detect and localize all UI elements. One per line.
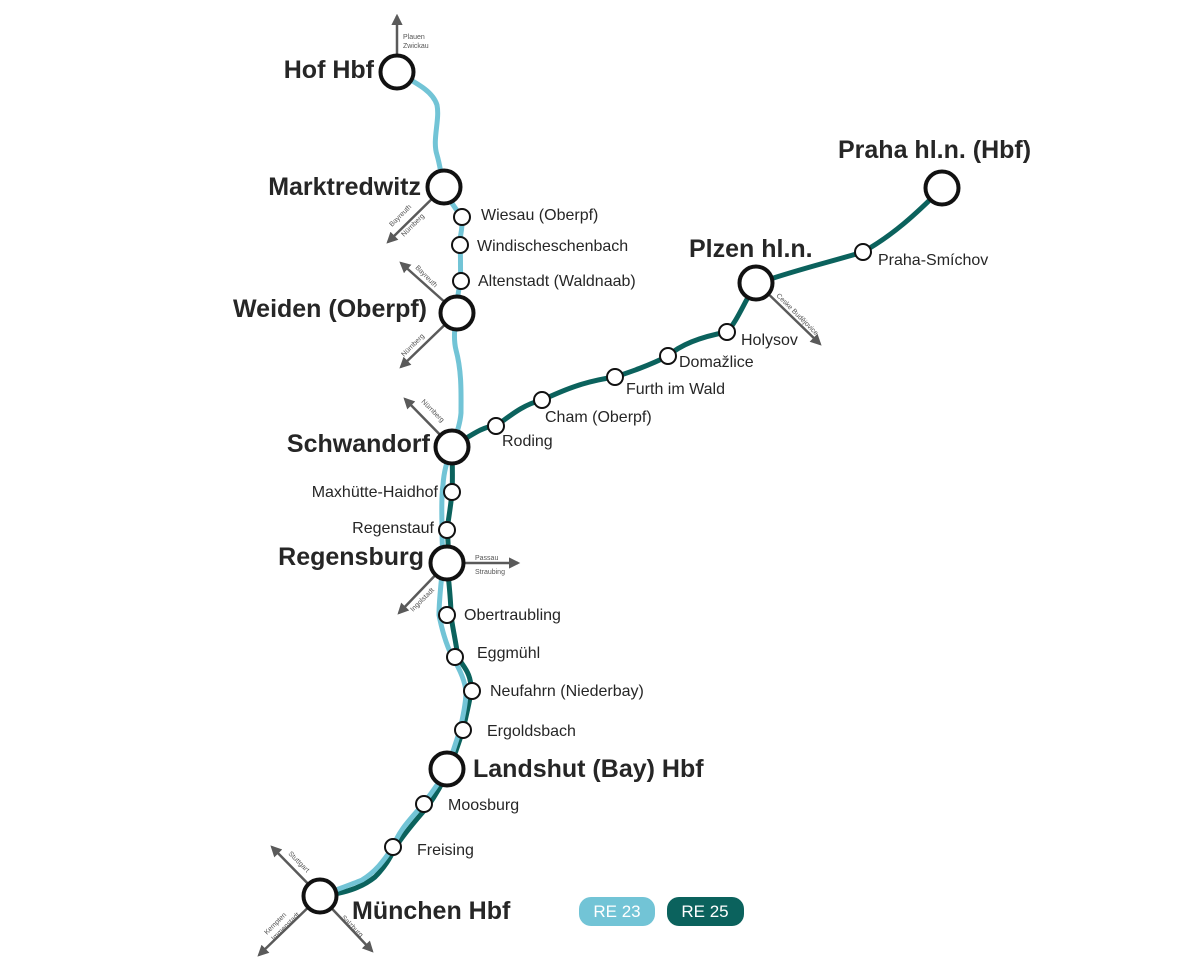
station-furth[interactable] <box>606 368 624 386</box>
label-schwandorf: Schwandorf <box>287 430 431 458</box>
label-maxhuette: Maxhütte-Haidhof <box>312 484 439 501</box>
conn-plauen: Plauen <box>403 34 425 41</box>
conn-stuttgart: Stuttgart <box>287 850 311 874</box>
label-regensburg: Regensburg <box>278 543 424 571</box>
station-weiden[interactable] <box>438 294 476 332</box>
label-marktredwitz: Marktredwitz <box>268 173 421 201</box>
station-altenstadt[interactable] <box>452 272 470 290</box>
label-wiesau: Wiesau (Oberpf) <box>481 207 598 224</box>
station-holysov[interactable] <box>718 323 736 341</box>
station-freising[interactable] <box>384 838 402 856</box>
conn-passau: Passau <box>475 555 498 562</box>
conn-budejovice: Ceske Budějovice <box>775 292 820 337</box>
station-regensburg[interactable] <box>428 544 466 582</box>
conn-zwickau: Zwickau <box>403 43 429 50</box>
station-neufahrn[interactable] <box>463 682 481 700</box>
label-eggmuehl: Eggmühl <box>477 645 540 662</box>
label-domazlice: Domažlice <box>679 354 754 371</box>
label-altenstadt: Altenstadt (Waldnaab) <box>478 273 636 290</box>
conn-ingolstadt: Ingolstadt <box>409 587 435 613</box>
label-neufahrn: Neufahrn (Niederbay) <box>490 683 644 700</box>
label-plzen: Plzen hl.n. <box>689 235 813 263</box>
label-roding: Roding <box>502 433 553 450</box>
label-muenchen: München Hbf <box>352 897 511 925</box>
legend-re25-label: RE 25 <box>681 902 728 921</box>
station-windischeschenbach[interactable] <box>451 236 469 254</box>
label-praha: Praha hl.n. (Hbf) <box>838 136 1031 164</box>
station-praha[interactable] <box>923 169 961 207</box>
station-landshut[interactable] <box>428 750 466 788</box>
legend: RE 23 RE 25 <box>579 897 744 926</box>
label-windischeschenbach: Windischeschenbach <box>477 238 628 255</box>
station-maxhuette[interactable] <box>443 483 461 501</box>
station-regenstauf[interactable] <box>438 521 456 539</box>
station-obertraubling[interactable] <box>438 606 456 624</box>
station-roding[interactable] <box>487 417 505 435</box>
legend-re25-badge <box>667 897 744 926</box>
label-obertraubling: Obertraubling <box>464 607 561 624</box>
station-muenchen[interactable] <box>301 877 339 915</box>
label-freising: Freising <box>417 842 474 859</box>
station-moosburg[interactable] <box>415 795 433 813</box>
label-weiden: Weiden (Oberpf) <box>233 295 427 323</box>
station-eggmuehl[interactable] <box>446 648 464 666</box>
label-furth: Furth im Wald <box>626 381 725 398</box>
label-ergoldsbach: Ergoldsbach <box>487 723 576 740</box>
station-domazlice[interactable] <box>659 347 677 365</box>
label-hof: Hof Hbf <box>284 56 375 84</box>
label-holysov: Holysov <box>741 332 798 349</box>
station-marktredwitz[interactable] <box>425 168 463 206</box>
label-cham: Cham (Oberpf) <box>545 409 652 426</box>
conn-straubing: Straubing <box>475 569 505 576</box>
station-ergoldsbach[interactable] <box>454 721 472 739</box>
station-wiesau[interactable] <box>453 208 471 226</box>
conn-sad-nuernberg: Nürnberg <box>420 398 446 424</box>
station-praha-smichov[interactable] <box>854 243 872 261</box>
station-hof[interactable] <box>378 53 416 91</box>
label-landshut: Landshut (Bay) Hbf <box>473 755 704 783</box>
legend-re23-label: RE 23 <box>593 902 640 921</box>
station-plzen[interactable] <box>737 264 775 302</box>
stations <box>301 53 961 915</box>
label-moosburg: Moosburg <box>448 797 519 814</box>
label-regenstauf: Regenstauf <box>352 520 434 537</box>
station-cham[interactable] <box>533 391 551 409</box>
station-labels: Hof Hbf Marktredwitz Wiesau (Oberpf) Win… <box>233 56 1031 925</box>
legend-re23-badge <box>579 897 655 926</box>
label-praha-smichov: Praha-Smíchov <box>878 252 988 269</box>
station-schwandorf[interactable] <box>433 428 471 466</box>
